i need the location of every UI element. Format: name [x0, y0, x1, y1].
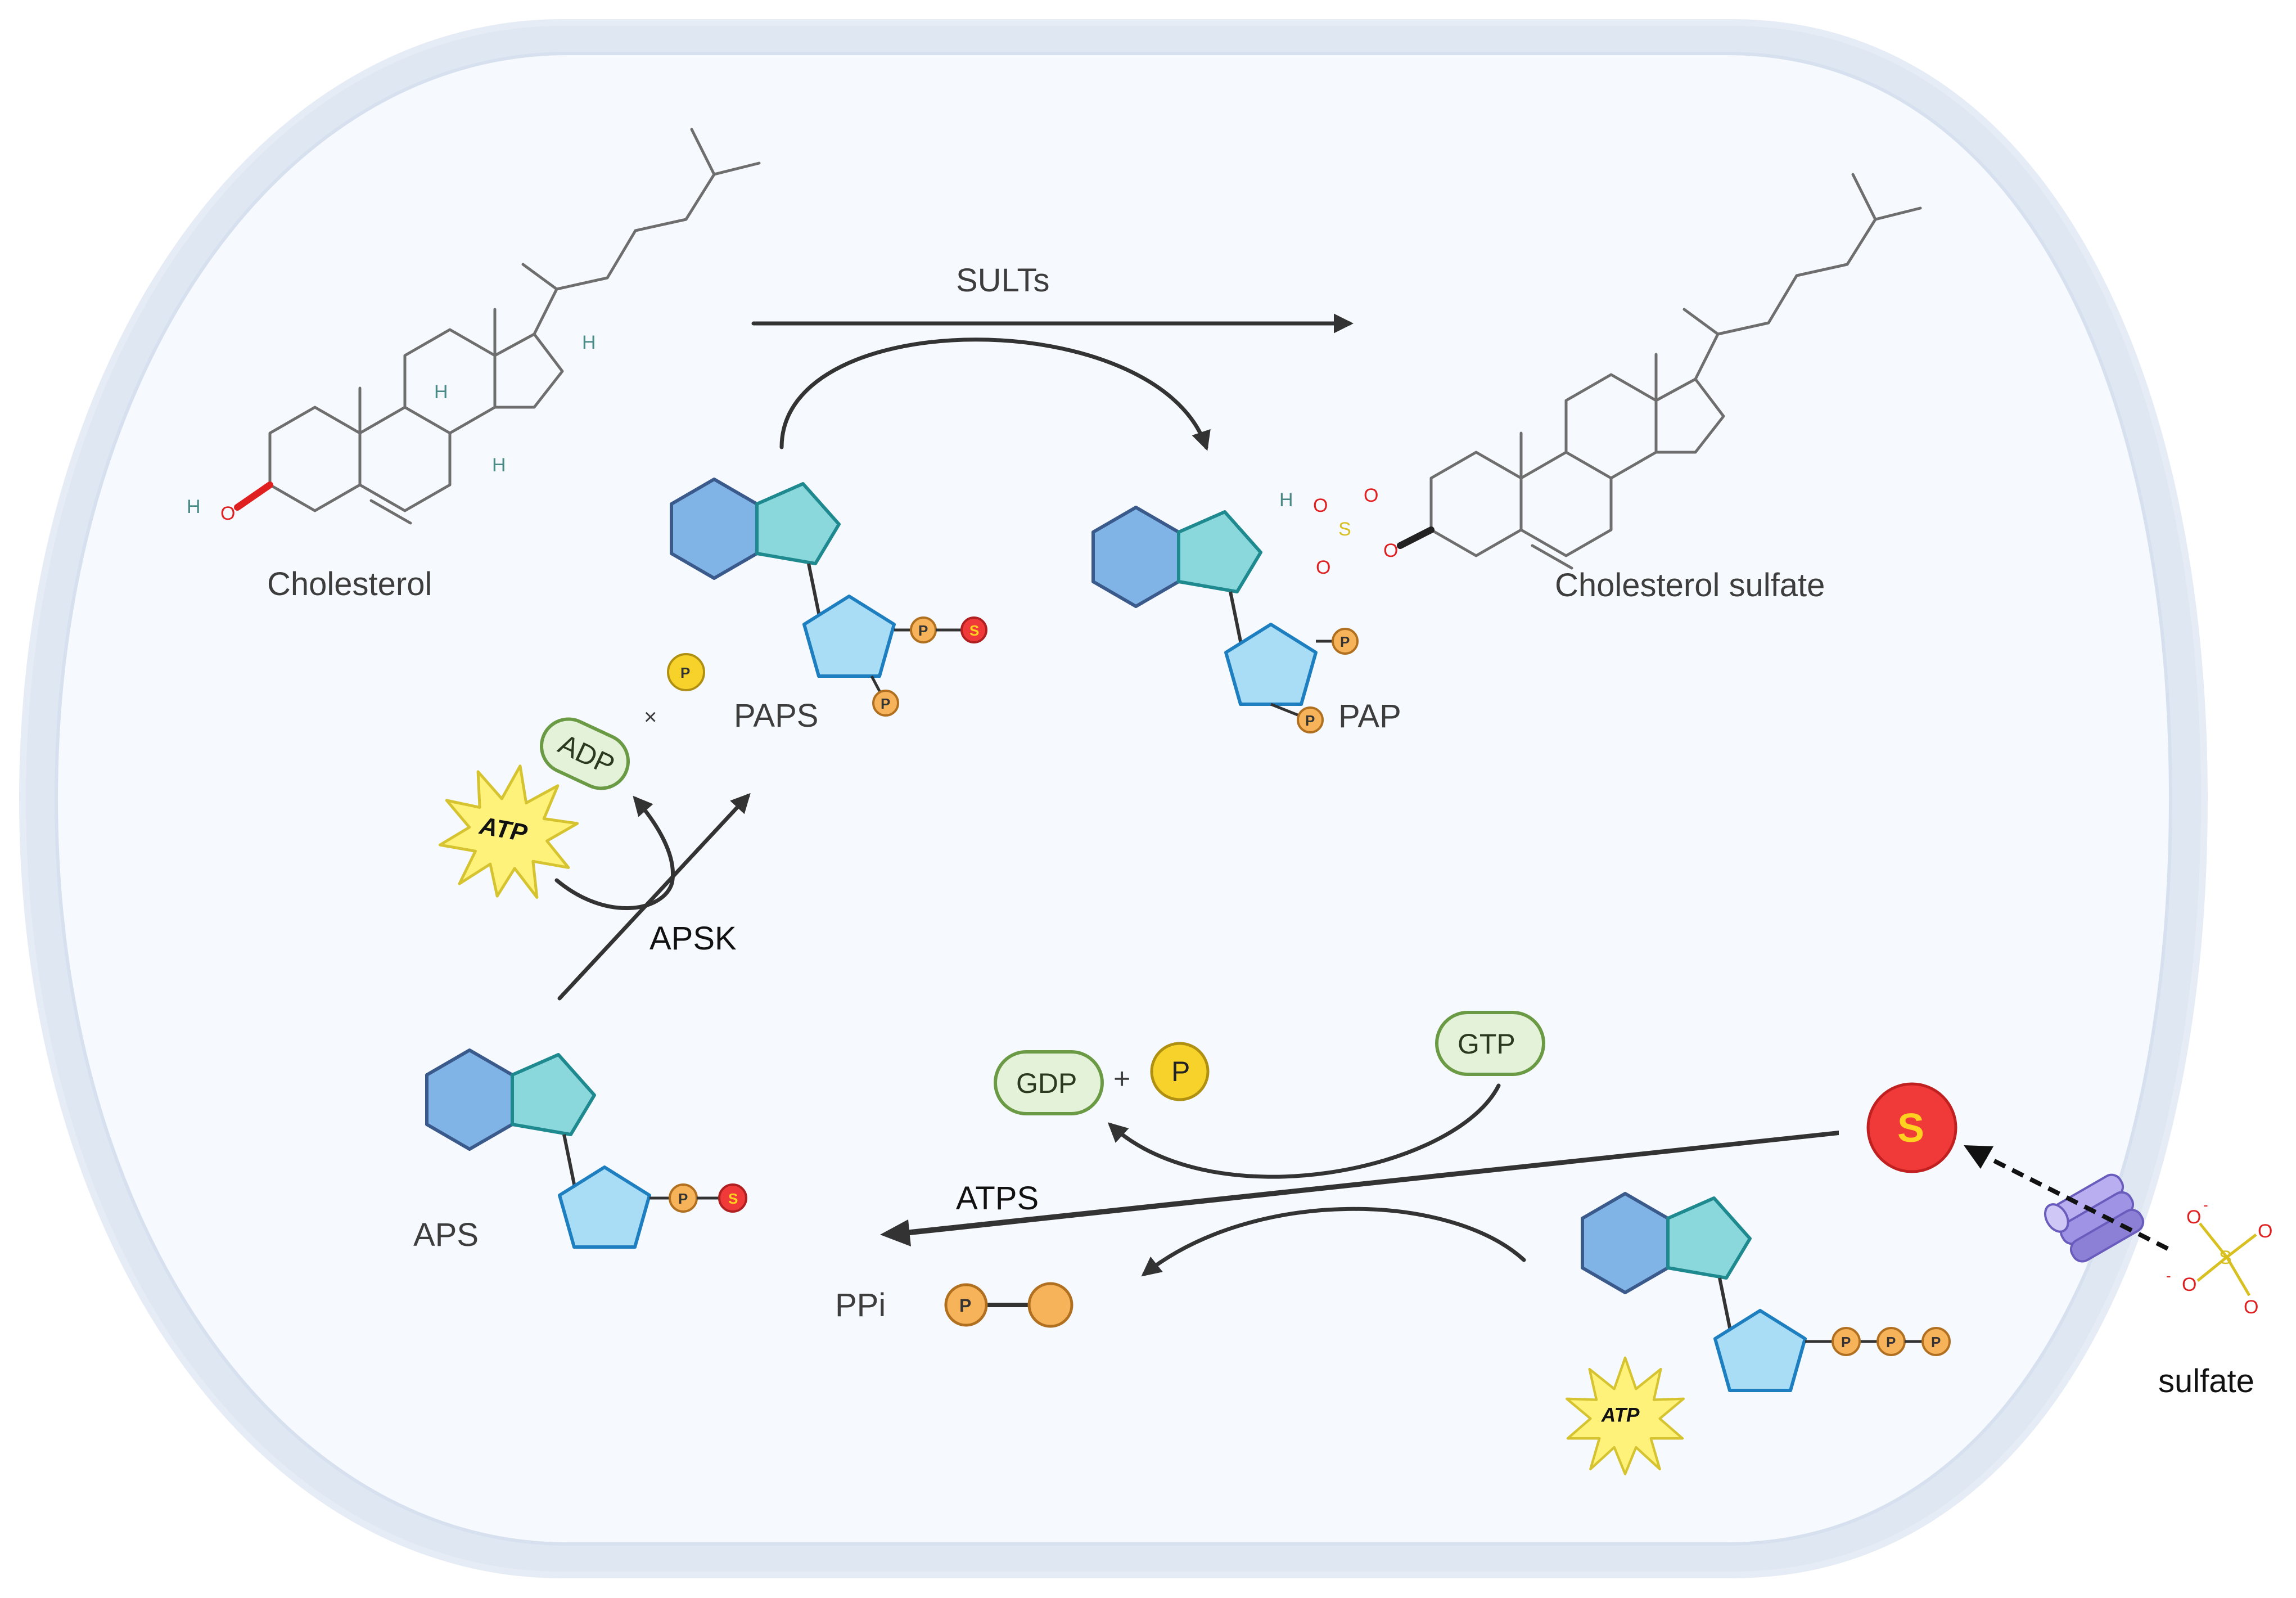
sulfur-ion-letter: S [1897, 1106, 1924, 1151]
aps-nucleotide: P S [427, 1050, 747, 1247]
svg-text:P: P [1931, 1334, 1941, 1351]
atp-burst-left: ATP [432, 754, 585, 907]
sulfate-h: H [1279, 489, 1293, 511]
gtp-to-gdp-curve [1107, 1083, 1501, 1179]
ppi-phosphate-1 [944, 1283, 988, 1327]
paps-nucleotide: P S P [671, 479, 987, 717]
svg-text:P: P [881, 695, 890, 712]
svg-text:P: P [1886, 1334, 1896, 1351]
ppi-label: PPi [835, 1287, 886, 1324]
sulfate-o-3: O [1316, 557, 1330, 578]
ppi-phosphate-2 [1027, 1282, 1073, 1328]
sulfate-ion-o-3: O [2182, 1274, 2196, 1295]
svg-text:P: P [1841, 1334, 1851, 1351]
sulfate-ion-s: S [2219, 1247, 2232, 1268]
pap-label: PAP [1338, 698, 1401, 735]
atp-nucleotide: P P P [1582, 1194, 1951, 1390]
plus-sign: + [1113, 1063, 1130, 1095]
sulfate-uptake-arrowhead [1964, 1145, 1993, 1169]
sults-label: SULTs [956, 262, 1050, 299]
free-phosphate [667, 653, 705, 691]
paps-sulfur [960, 616, 987, 643]
sulfate-o-link: O [1383, 540, 1398, 561]
apsk-arrow [557, 793, 751, 1001]
adp-pill: ADP [539, 717, 630, 790]
atp-phosphate-3 [1921, 1327, 1951, 1356]
aps-sulfur [718, 1183, 747, 1213]
svg-text:P: P [680, 664, 690, 681]
cell-interior [54, 52, 2173, 1546]
atp-phosphate-1 [1832, 1327, 1861, 1356]
paps-phosphate-2 [872, 690, 899, 717]
h-atom-3: H [582, 332, 596, 353]
sulfur-ion [1866, 1082, 1957, 1173]
sulfate-s: S [1338, 519, 1351, 540]
atp-to-adp-curve [554, 795, 675, 911]
atps-arrow-shaft [900, 1131, 1839, 1236]
gdp-phosphate [1150, 1042, 1210, 1101]
sulfate-o-2: O [1364, 485, 1378, 506]
sulfate-transporter [2044, 1173, 2145, 1263]
cholesterol-sulfate-label: Cholesterol sulfate [1555, 567, 1825, 604]
cholesterol-sulfate-structure: O S O O O H [1279, 174, 1920, 578]
atps-arrow-head [880, 1219, 911, 1246]
cholesterol-label: Cholesterol [267, 566, 432, 602]
svg-text:GDP: GDP [1016, 1068, 1077, 1099]
svg-text:P: P [959, 1295, 971, 1316]
sulfate-ion-o-2: O [2258, 1221, 2272, 1242]
sulfate-uptake-arrow [1975, 1150, 2169, 1251]
pap-phosphate-2 [1297, 706, 1324, 733]
atp-burst-right: ATP [1567, 1358, 1684, 1474]
sulfate-label: sulfate [2158, 1363, 2254, 1399]
cholesterol-structure: O H H H H [187, 129, 759, 524]
svg-text:P: P [1340, 633, 1350, 650]
pap-nucleotide: P P [1093, 507, 1359, 733]
sulfate-ion-structure: S O - O O - O [2166, 1196, 2272, 1318]
times-sign: × [644, 705, 657, 730]
atp-to-ppi-curve [1141, 1207, 1526, 1277]
svg-text:GTP: GTP [1458, 1028, 1515, 1060]
svg-text:P: P [678, 1190, 688, 1207]
sulfate-ion-charge-2: - [2166, 1267, 2171, 1284]
aps-label: APS [413, 1217, 479, 1253]
hydroxyl-o: O [220, 503, 235, 524]
hydroxyl-h: H [187, 496, 201, 517]
pap-phosphate-1 [1332, 628, 1359, 655]
svg-text:S: S [969, 622, 979, 639]
svg-text:P: P [1305, 712, 1315, 729]
sulfate-ion-charge-1: - [2203, 1196, 2208, 1213]
sulfate-ion-o-1: O [2186, 1207, 2201, 1228]
h-atom-2: H [492, 454, 506, 476]
h-atom-1: H [434, 381, 448, 403]
svg-text:P: P [1171, 1056, 1190, 1087]
gdp-pill: GDP [994, 1050, 1104, 1115]
svg-text:S: S [728, 1190, 738, 1207]
svg-text:ATP: ATP [1601, 1404, 1640, 1426]
paps-to-pap-curve [779, 337, 1211, 451]
apsk-label: APSK [649, 920, 737, 957]
sulfate-ion-o-4: O [2244, 1297, 2258, 1318]
atps-label: ATPS [956, 1180, 1039, 1217]
paps-label: PAPS [734, 697, 818, 734]
gtp-pill: GTP [1435, 1011, 1545, 1076]
sulfate-o-1: O [1313, 495, 1328, 516]
svg-text:P: P [918, 622, 928, 639]
